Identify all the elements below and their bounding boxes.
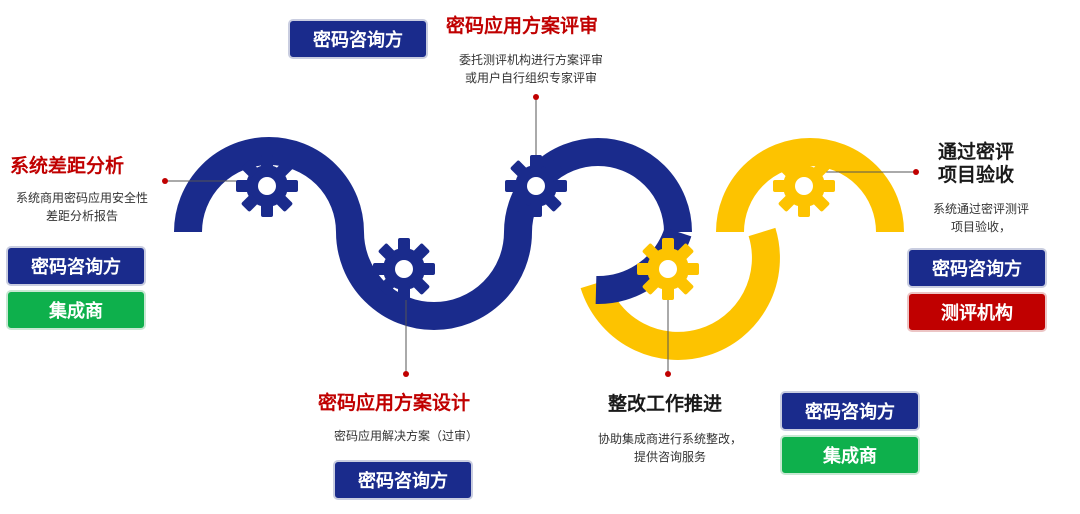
step-5-desc-line: 系统通过密评测评: [932, 202, 1029, 216]
wave-arc-5: [716, 138, 904, 233]
step-5-desc-line: 项目验收，: [950, 220, 1011, 234]
step-2-badge-consultant: 密码咨询方: [333, 460, 473, 500]
gear-icon: [773, 155, 835, 217]
step-4-badge-integrator: 集成商: [780, 435, 920, 475]
step-1-desc-line: 差距分析报告: [45, 209, 118, 223]
step-3-badge-consultant: 密码咨询方: [288, 19, 428, 59]
leader-dots: [162, 94, 919, 377]
wave-arc-1: [174, 137, 364, 233]
step-5-title-line: 项目验收: [938, 163, 1015, 186]
step-3-desc: 委托测评机构进行方案评审 或用户自行组织专家评审: [438, 51, 624, 87]
step-4-desc-line: 协助集成商进行系统整改，: [597, 432, 742, 446]
step-5-badge-consultant: 密码咨询方: [907, 248, 1047, 288]
step-2-title: 密码应用方案设计: [318, 392, 471, 414]
step-4-title: 整改工作推进: [608, 393, 723, 415]
gear-icon: [373, 238, 435, 300]
step-1-badge-integrator: 集成商: [6, 290, 146, 330]
step-2-desc: 密码应用解决方案（过审）: [318, 427, 494, 445]
step-1-desc-line: 系统商用密码应用安全性: [15, 191, 148, 205]
step-3-desc-line: 或用户自行组织专家评审: [464, 71, 597, 85]
step-2-desc-line: 密码应用解决方案（过审）: [333, 429, 478, 443]
step-5-title-line: 通过密评: [938, 141, 1015, 163]
leader-lines: [165, 97, 915, 373]
step-4-desc-line: 提供咨询服务: [633, 450, 706, 464]
step-3-title: 密码应用方案评审: [446, 15, 599, 37]
step-3-desc-line: 委托测评机构进行方案评审: [458, 53, 603, 67]
gear-icon: [637, 238, 699, 300]
wave-arc-4: [580, 227, 780, 360]
step-5-badge-testing-agency: 测评机构: [907, 292, 1047, 332]
step-1-desc: 系统商用密码应用安全性 差距分析报告: [2, 189, 162, 225]
step-5-title: 通过密评 项目验收: [938, 141, 1014, 187]
step-4-badge-consultant: 密码咨询方: [780, 391, 920, 431]
step-4-desc: 协助集成商进行系统整改， 提供咨询服务: [590, 430, 750, 466]
gear-icon: [505, 155, 567, 217]
wave-arc-2: [336, 231, 532, 330]
step-1-title: 系统差距分析: [10, 155, 125, 177]
step-5-desc: 系统通过密评测评 项目验收，: [916, 200, 1046, 236]
step-1-badge-consultant: 密码咨询方: [6, 246, 146, 286]
gear-icon: [236, 155, 298, 217]
